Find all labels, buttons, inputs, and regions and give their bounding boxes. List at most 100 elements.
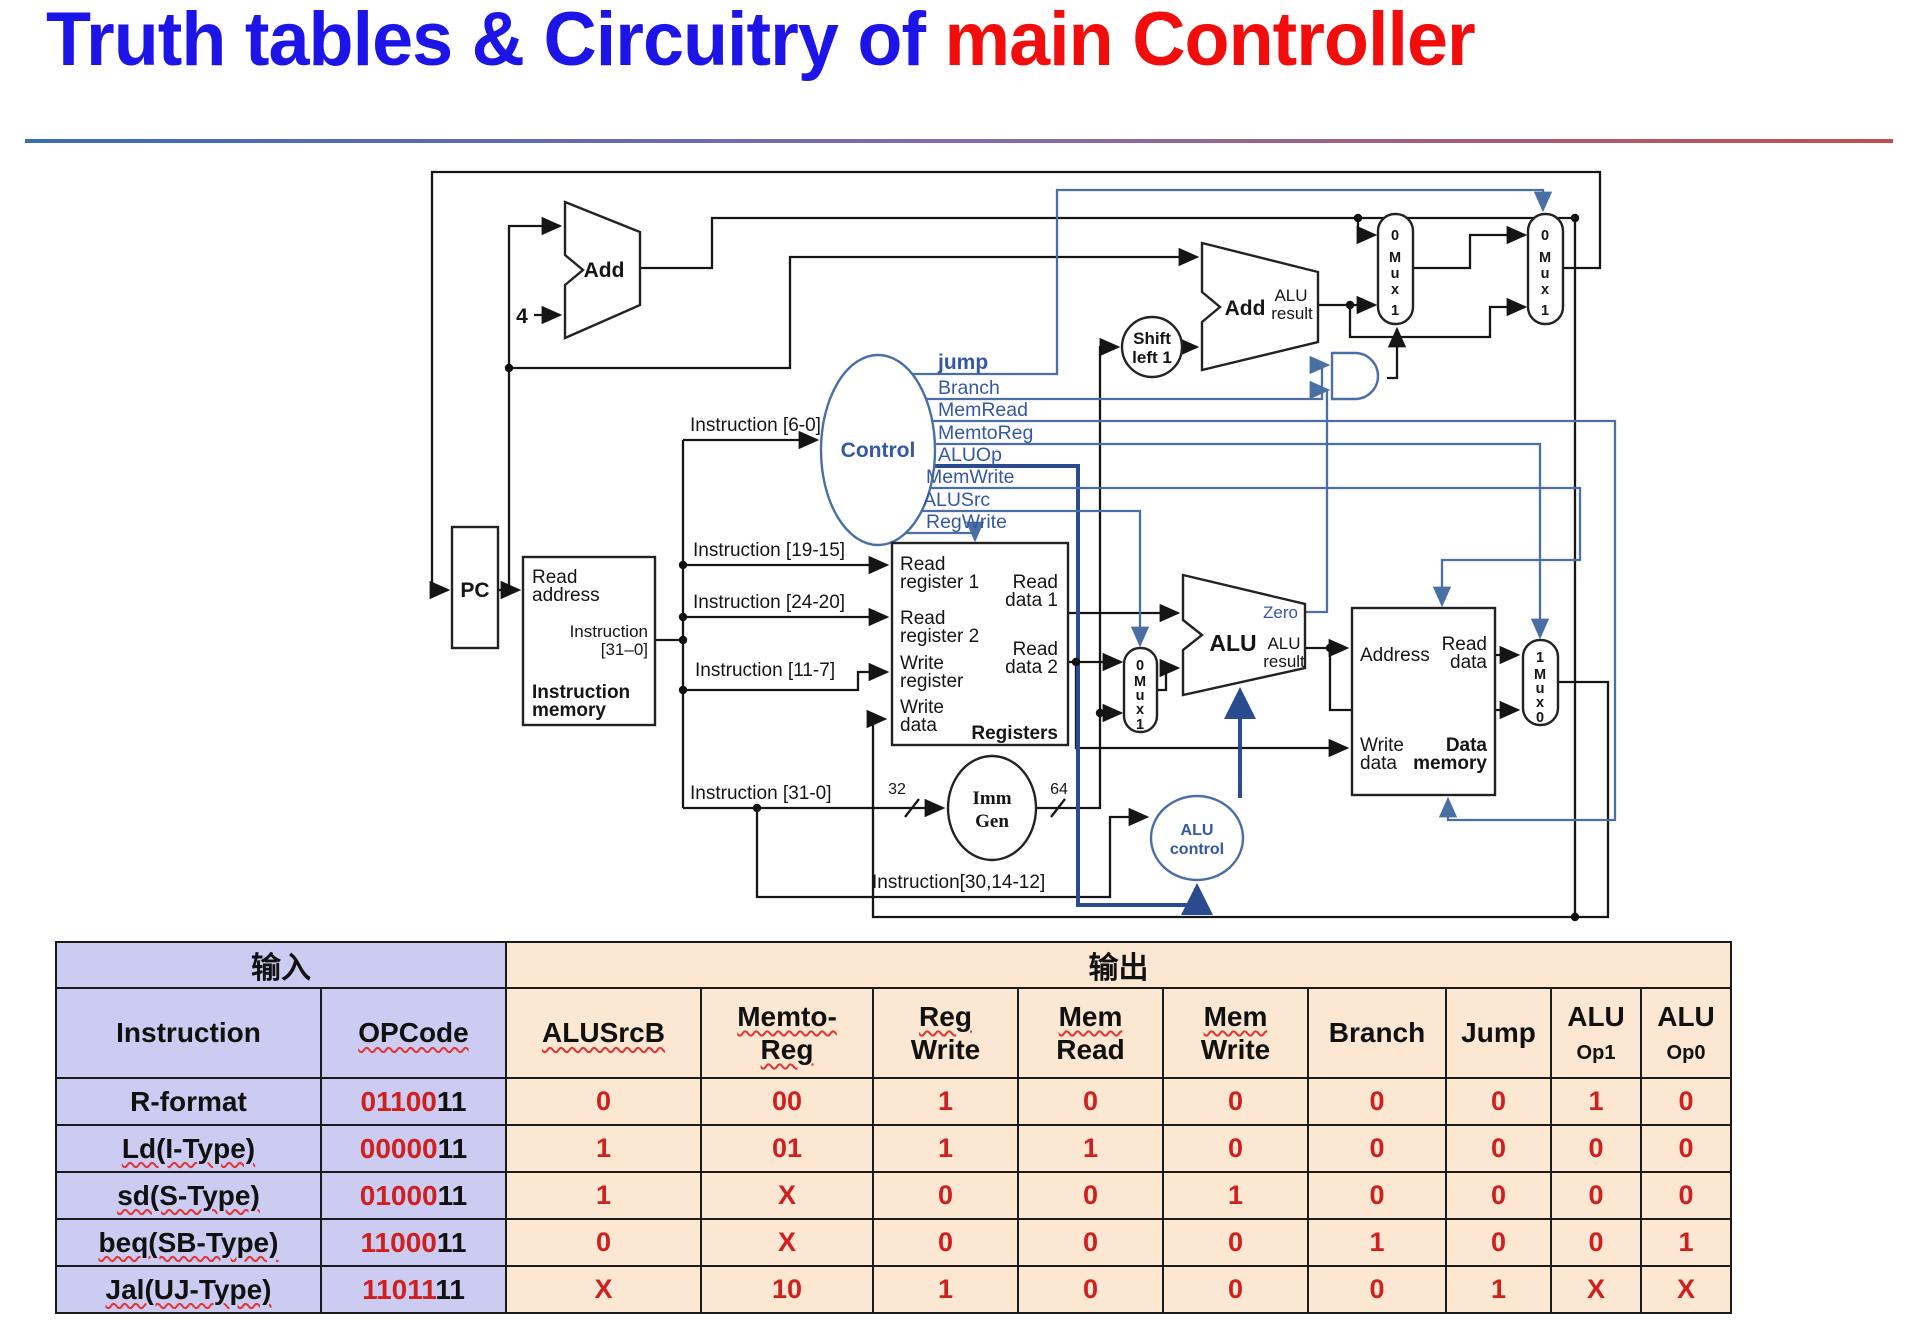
svg-text:M: M [1539, 250, 1551, 266]
cell-value: 0 [1550, 1171, 1642, 1220]
cell-value: 10 [700, 1265, 874, 1314]
title-divider [25, 139, 1893, 143]
table-row-rformat: R-format 0110011 0 00 1 0 0 0 0 1 0 [55, 1077, 1732, 1126]
table-row-beq: beq(SB-Type) 1100011 0 X 0 0 0 1 0 0 1 [55, 1218, 1732, 1267]
signal-jump: jump [937, 351, 988, 374]
dmem-writedata-line1: Write [1360, 735, 1404, 756]
title-blue-part: Truth tables & Circuitry of [46, 0, 945, 82]
group-header-row: 输入 输出 [55, 941, 1732, 989]
svg-text:u: u [1391, 266, 1400, 282]
svg-text:1: 1 [1541, 303, 1549, 319]
svg-text:x: x [1541, 282, 1549, 298]
row-label: R-format [55, 1077, 322, 1126]
signal-memread: MemRead [938, 399, 1028, 421]
cell-value: 0 [1017, 1171, 1164, 1220]
cell-value: 0 [1017, 1077, 1164, 1126]
regs-wr-line1: Write [900, 653, 944, 674]
cell-value: 0 [1640, 1077, 1732, 1126]
imem-address-label: address [532, 585, 600, 606]
alu-result-line2: result [1263, 652, 1305, 671]
svg-text:0: 0 [1391, 228, 1399, 244]
truth-table: 输入 输出 Instruction OPCode ALUSrcB Memto-R… [55, 941, 1732, 1314]
col-memtoreg: Memto-Reg [700, 987, 874, 1079]
branch-adder-result-line2: result [1271, 304, 1313, 323]
imm-gen: Imm Gen 32 64 [888, 754, 1068, 862]
pc-adder-label: Add [584, 259, 625, 282]
opcode-cell: 0110011 [320, 1077, 507, 1126]
jump-mux: 0 M u x 1 [1526, 212, 1565, 326]
pc-label: PC [460, 579, 489, 602]
instruction-memory: Read address Instruction [31–0] Instruct… [521, 555, 657, 727]
regs-name: Registers [971, 723, 1058, 744]
shift-label-line1: Shift [1133, 329, 1171, 348]
cell-value: 0 [872, 1218, 1019, 1267]
alu-control-unit: ALU control [1149, 794, 1245, 882]
cell-value: 0 [1162, 1218, 1309, 1267]
cell-value: 0 [1445, 1124, 1552, 1173]
cell-value: 0 [1445, 1171, 1552, 1220]
cell-value: 0 [1445, 1077, 1552, 1126]
regs-rd1-line2: data 1 [1005, 590, 1058, 611]
opcode-cell: 0100011 [320, 1171, 507, 1220]
dmem-readdata-line1: Read [1442, 634, 1487, 655]
bus-width-32: 32 [888, 781, 906, 798]
table-row-jal: Jal(UJ-Type) 1101111 X 10 1 0 0 0 1 X X [55, 1265, 1732, 1314]
svg-text:1: 1 [1136, 717, 1144, 733]
row-label: Ld(I-Type) [55, 1124, 322, 1173]
regs-rd1-line1: Read [1013, 572, 1058, 593]
junction-dots [504, 213, 1580, 922]
svg-text:u: u [1541, 266, 1550, 282]
dmem-name-line1: Data [1446, 735, 1488, 756]
cell-value: 0 [1162, 1124, 1309, 1173]
registers-unit: Read register 1 Read register 2 Write re… [890, 541, 1070, 747]
svg-text:1: 1 [1391, 303, 1399, 319]
regs-rd2-line1: Read [1013, 639, 1058, 660]
cell-value: 0 [1307, 1124, 1447, 1173]
cell-value: 0 [1162, 1265, 1309, 1314]
tap-instruction-30-14-12: Instruction[30,14-12] [872, 872, 1045, 893]
imem-name-line2: memory [532, 700, 606, 721]
cell-value: X [700, 1171, 874, 1220]
svg-text:M: M [1389, 250, 1401, 266]
cell-value: 1 [1017, 1124, 1164, 1173]
column-header-row: Instruction OPCode ALUSrcB Memto-Reg Reg… [55, 987, 1732, 1079]
row-label: sd(S-Type) [55, 1171, 322, 1220]
cell-value: 0 [1640, 1171, 1732, 1220]
svg-text:0: 0 [1136, 658, 1144, 674]
signal-alusrc: ALUSrc [923, 489, 990, 511]
cell-value: X [505, 1265, 702, 1314]
cell-value: 1 [1307, 1218, 1447, 1267]
cell-value: 0 [1550, 1218, 1642, 1267]
tap-instruction-24-20: Instruction [24-20] [693, 592, 845, 613]
regs-wr-line2: register [900, 671, 964, 692]
tap-instruction-19-15: Instruction [19-15] [693, 540, 845, 561]
regs-rr1-line2: register 1 [900, 572, 979, 593]
datapath-diagram: PC Add 4 Read address Instruction [31–0]… [429, 170, 1617, 922]
table-row-ld: Ld(I-Type) 0000011 1 01 1 1 0 0 0 0 0 [55, 1124, 1732, 1173]
cell-value: 0 [1550, 1124, 1642, 1173]
regs-rr1-line1: Read [900, 554, 945, 575]
and-gate [1330, 351, 1380, 401]
signal-branch: Branch [938, 377, 1000, 399]
opcode-cell: 1100011 [320, 1218, 507, 1267]
alucontrol-line1: ALU [1181, 822, 1214, 839]
dmem-address-label: Address [1360, 645, 1430, 666]
data-memory: Address Read data Write data Data memory [1350, 606, 1497, 797]
signal-regwrite: RegWrite [926, 511, 1007, 533]
cell-value: 0 [1017, 1265, 1164, 1314]
alu-zero-label: Zero [1263, 603, 1298, 622]
control-label: Control [841, 439, 916, 462]
cell-value: 1 [1445, 1265, 1552, 1314]
tap-instruction-11-7: Instruction [11-7] [695, 660, 835, 681]
cell-value: 0 [1017, 1218, 1164, 1267]
input-group-header: 输入 [55, 941, 507, 989]
regs-wd-line1: Write [900, 697, 944, 718]
svg-text:u: u [1136, 688, 1145, 704]
svg-text:M: M [1534, 667, 1546, 683]
branch-adder-label: Add [1225, 297, 1266, 320]
instruction-tap-labels: Instruction [6-0] Instruction [19-15] In… [690, 415, 1045, 893]
cell-value: 0 [505, 1218, 702, 1267]
